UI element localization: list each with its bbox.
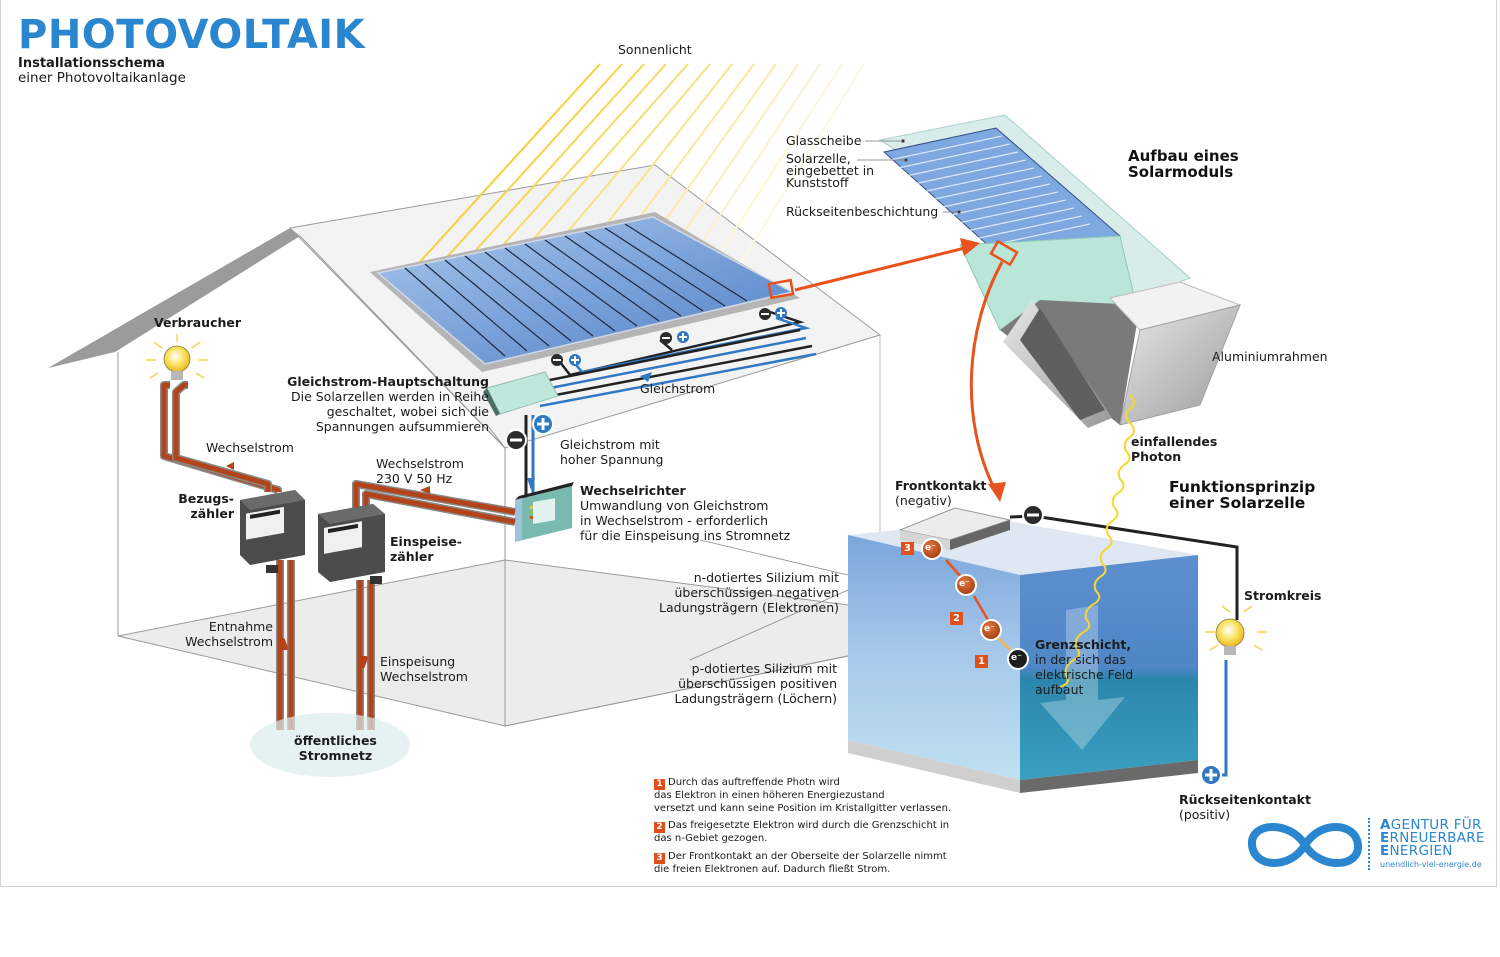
label-dc-main: Gleichstrom-Hauptschaltung Die Solarzell…	[287, 374, 489, 434]
roof-solar-panel	[370, 212, 800, 372]
ac-wiring	[160, 381, 516, 730]
label-circuit: Stromkreis	[1244, 588, 1322, 603]
image-frame	[0, 0, 1497, 887]
photon-wave	[1059, 394, 1135, 688]
label-dc: Gleichstrom	[640, 381, 716, 396]
label-inverter: Wechselrichter Umwandlung von Gleichstro…	[580, 483, 791, 543]
agency-logo-infinity	[1248, 823, 1362, 867]
polarity-markers	[505, 307, 787, 451]
dc-main-title: Gleichstrom-Hauptschaltung	[287, 374, 489, 389]
label-back-contact: Rückseitenkontakt(positiv)	[1179, 792, 1311, 822]
logo-url: unendlich-viel-energie.de	[1380, 860, 1482, 869]
electron-3: e⁻	[959, 579, 970, 589]
leader-lines	[487, 425, 849, 661]
electron-1: e⁻	[1011, 653, 1022, 663]
label-backsheet: Rückseitenbeschichtung	[786, 204, 939, 219]
house-roof-edge	[48, 228, 300, 368]
plus-marker-cell	[1200, 764, 1222, 786]
meter-purchase	[240, 490, 305, 573]
logo-divider	[1368, 818, 1370, 870]
dc-junction-box	[483, 371, 559, 416]
label-meter-feed-in: Einspeise-zähler	[390, 534, 462, 564]
label-front-contact: Frontkontakt(negativ)	[895, 478, 987, 508]
solar-cell-block	[848, 507, 1198, 793]
label-sunlight: Sonnenlicht	[618, 42, 692, 57]
meter-feed-in	[318, 504, 385, 584]
agency-logo-text: AGENTUR FÜR ERNEUERBARE ENERGIEN unendli…	[1380, 818, 1485, 872]
label-aluminium-frame: Aluminiumrahmen	[1212, 349, 1328, 364]
solar-module-crosssection	[857, 114, 1242, 428]
lightbulb-consumer	[146, 334, 208, 380]
public-grid-area	[250, 713, 410, 777]
label-consumer: Verbraucher	[154, 315, 242, 330]
label-ac-consumer: Wechselstrom	[206, 440, 294, 455]
label-meter-purchase: Bezugs-zähler	[178, 491, 234, 521]
step-badge-3: 3	[901, 542, 914, 555]
page-subtitle: einer Photovoltaikanlage	[18, 70, 186, 86]
page-title: PHOTOVOLTAIK	[18, 12, 366, 58]
label-glass: Glasscheibe	[786, 133, 862, 148]
zoom-arrows	[794, 238, 1006, 502]
external-circuit	[1009, 504, 1239, 786]
minus-marker-cell	[1022, 504, 1044, 526]
plus-marker-main	[532, 413, 554, 435]
dc-wiring-roof	[539, 310, 817, 408]
dc-cable-to-inverter	[524, 415, 535, 500]
electron-4: e⁻	[925, 543, 936, 553]
electron-2: e⁻	[984, 624, 995, 634]
step-badge-1: 1	[975, 655, 988, 668]
lightbulb-circuit	[1205, 605, 1267, 655]
page-subtitle-bold: Installationsschema	[18, 56, 165, 71]
inverter-device	[515, 482, 574, 542]
step-badge-2: 2	[950, 612, 963, 625]
minus-marker-main	[505, 429, 527, 451]
electron-path	[921, 538, 1029, 670]
